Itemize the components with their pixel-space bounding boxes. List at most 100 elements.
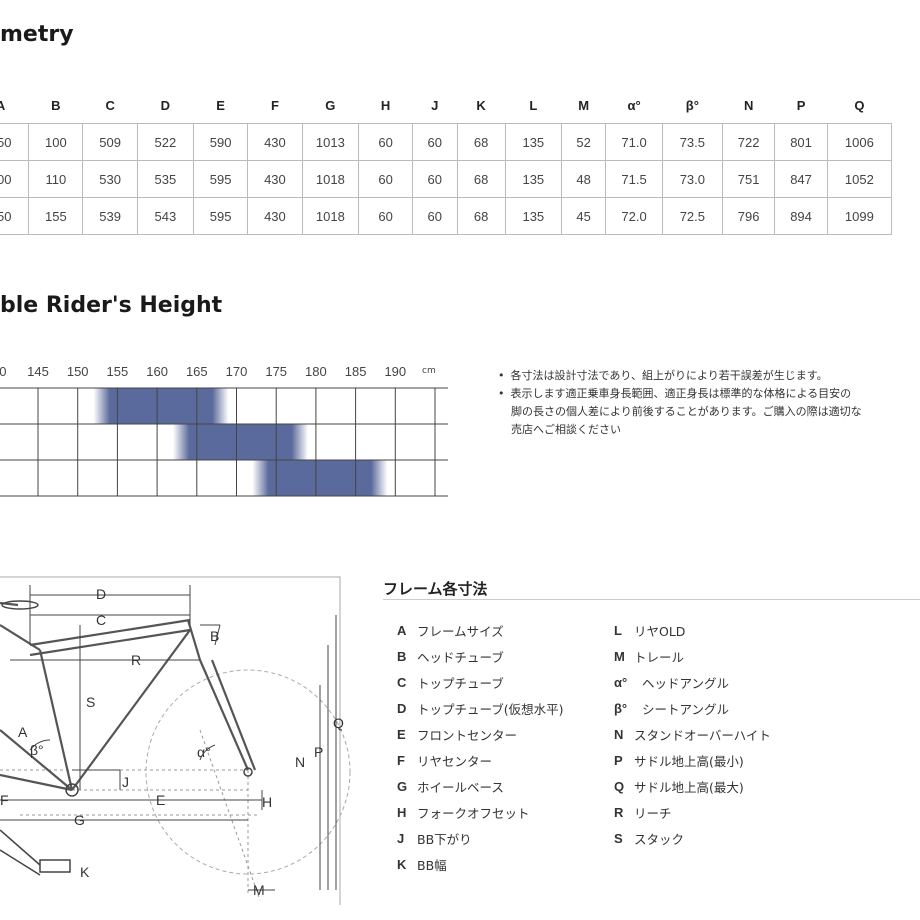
geometry-cell: 68	[456, 197, 506, 235]
legend-item: G ホイールベース	[397, 773, 564, 799]
geometry-cell: 530	[82, 160, 138, 198]
legend-key: J	[397, 830, 405, 846]
geometry-cell: 71.5	[605, 160, 663, 198]
legend-item: β°シートアングル	[614, 695, 771, 721]
height-tick: 170	[225, 364, 248, 379]
geometry-cell: 72.5	[661, 197, 723, 235]
legend-label: ホイールベース	[417, 779, 504, 795]
geometry-cell: 522	[136, 123, 194, 161]
diagram-label-f: F	[0, 792, 9, 808]
note-item: •表示します適正乗車身長範囲、適正身長は標準的な体格による目安の	[498, 387, 852, 400]
legend-key: S	[614, 830, 623, 846]
geometry-cell: 60	[412, 123, 458, 161]
legend-divider	[383, 599, 920, 600]
legend-title: フレーム各寸法	[383, 580, 488, 598]
legend-key: K	[397, 856, 407, 872]
table-row: 50011053053559543010186060681354871.573.…	[0, 160, 893, 198]
geometry-col-header: D	[160, 98, 171, 113]
geometry-cell: 60	[412, 160, 458, 198]
legend-item: α°ヘッドアングル	[614, 669, 771, 695]
legend-key: B	[397, 648, 407, 664]
height-range-bar	[252, 460, 388, 496]
geometry-cell: 590	[192, 123, 249, 161]
geometry-cell: 155	[28, 197, 84, 235]
diagram-label-k: K	[80, 864, 90, 880]
legend-key: C	[397, 674, 407, 690]
legend-key: L	[614, 622, 622, 638]
diagram-label-m: M	[253, 882, 265, 898]
legend-key: G	[397, 778, 408, 794]
geometry-cell: 73.5	[661, 123, 723, 161]
table-row: 55015553954359543010186060681354572.072.…	[0, 197, 893, 235]
height-tick: 190	[384, 364, 407, 379]
geometry-cell: 73.0	[661, 160, 723, 198]
geometry-cell: 60	[358, 160, 414, 198]
legend-label: フォークオフセット	[417, 805, 530, 821]
geometry-cell: 430	[247, 197, 303, 235]
height-tick: 155	[106, 364, 129, 379]
legend-item: F リヤセンター	[397, 747, 564, 773]
geometry-col-header: β°	[685, 98, 699, 113]
legend-item: L リヤOLD	[614, 617, 771, 643]
diagram-label-s: S	[86, 694, 95, 710]
height-tick: 160	[146, 364, 168, 379]
height-unit: cm	[422, 366, 436, 376]
legend-label: トレール	[634, 649, 685, 665]
geometry-cell: 751	[721, 160, 776, 198]
legend-label: フレームサイズ	[417, 623, 504, 639]
legend-key: P	[614, 752, 623, 768]
legend-key: F	[397, 752, 405, 768]
geometry-cell: 450	[0, 123, 30, 161]
geometry-cell: 68	[456, 160, 506, 198]
legend-key: Q	[614, 778, 625, 794]
geometry-title: metry	[0, 22, 74, 47]
diagram-label-c: C	[96, 612, 106, 628]
geometry-cell: 722	[721, 123, 776, 161]
geometry-cell: 1013	[301, 123, 360, 161]
diagram-label-q: Q	[333, 715, 344, 731]
height-tick: 175	[265, 364, 288, 379]
frame-diagram: D C B R S A β° α° N P Q J F E H G K M	[0, 576, 351, 905]
geometry-col-header: A	[0, 98, 6, 113]
geometry-cell: 135	[504, 197, 562, 235]
geometry-col-header: N	[743, 98, 754, 113]
geometry-cell: 430	[247, 123, 303, 161]
legend-label: ヘッドアングル	[642, 675, 730, 691]
geometry-col-header: α°	[627, 98, 641, 113]
geometry-col-header: G	[325, 98, 336, 113]
geometry-col-header: E	[216, 98, 225, 113]
geometry-cell: 135	[504, 123, 562, 161]
geometry-cell: 110	[28, 160, 84, 198]
height-chart-grid	[0, 387, 448, 497]
geometry-cell: 45	[560, 197, 607, 235]
geometry-cell: 1018	[301, 197, 360, 235]
geometry-col-header: Q	[854, 98, 865, 113]
legend-label: リヤセンター	[417, 753, 493, 769]
diagram-label-g: G	[74, 812, 85, 828]
legend-label: リヤOLD	[634, 623, 686, 639]
geometry-col-header: J	[431, 98, 439, 113]
geometry-cell: 135	[504, 160, 562, 198]
geometry-cell: 595	[192, 197, 249, 235]
legend-label: リーチ	[634, 805, 672, 821]
height-range-bar	[172, 424, 308, 460]
geometry-cell: 1006	[826, 123, 893, 161]
table-row: 45010050952259043010136060681355271.073.…	[0, 123, 893, 161]
geometry-cell: 847	[774, 160, 828, 198]
geometry-cell: 500	[0, 160, 30, 198]
geometry-col-header: K	[476, 98, 486, 113]
diagram-label-alpha: α°	[197, 744, 211, 760]
geometry-col-header: B	[51, 98, 61, 113]
height-tick: 180	[305, 364, 327, 379]
height-tick: 165	[185, 364, 208, 379]
legend-label: スタンドオーバーハイト	[634, 727, 771, 743]
